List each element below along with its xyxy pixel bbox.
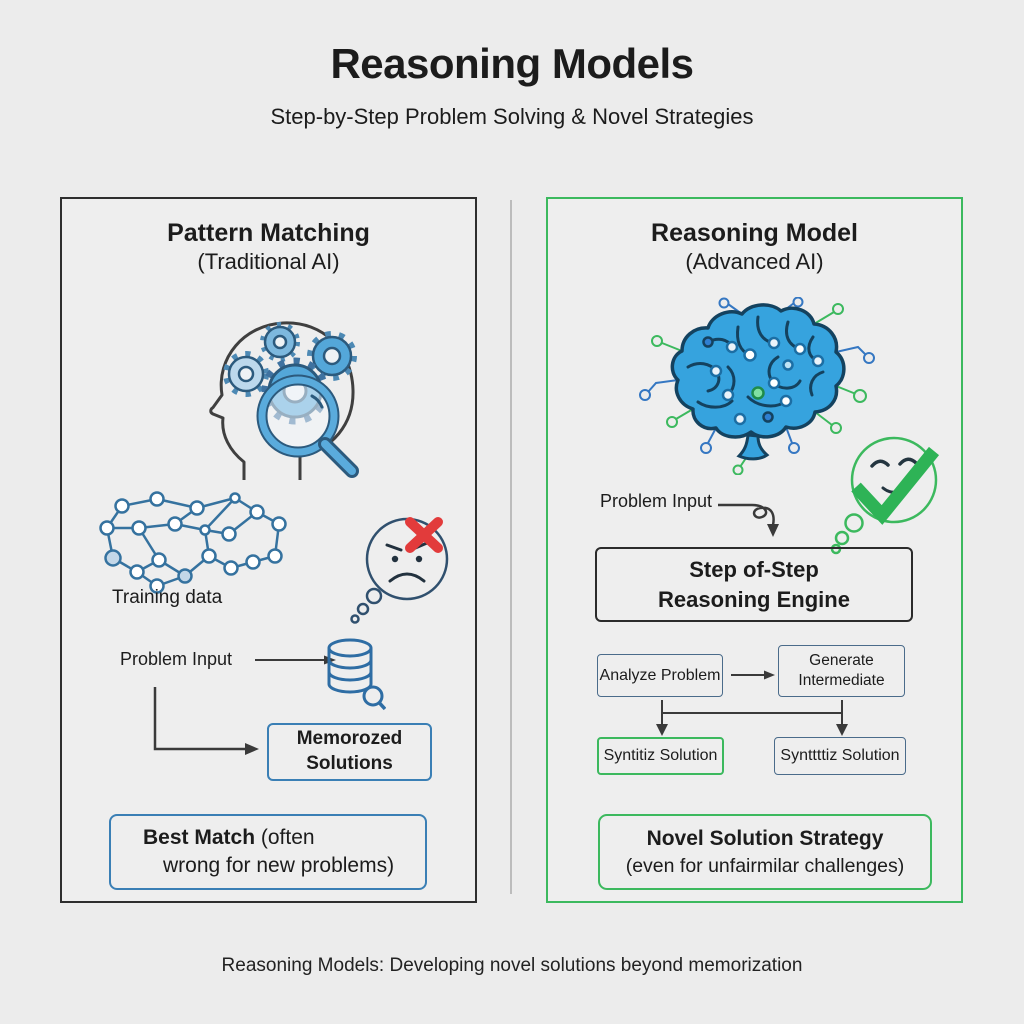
green-check-icon <box>851 446 940 525</box>
red-x-icon <box>405 517 443 553</box>
page-subtitle: Step-by-Step Problem Solving & Novel Str… <box>270 104 754 129</box>
footer-caption: Reasoning Models: Developing novel solut… <box>221 955 803 976</box>
novel-line2: (even for unfairmilar challenges) <box>625 855 905 878</box>
left-problem-input-label: Problem Input <box>120 649 233 669</box>
best-match-line2: wrong for new problems) <box>163 854 395 877</box>
generate-intermediate-box: Generate Intermediate <box>778 645 905 697</box>
engine-line1: Step of-Step <box>689 556 819 582</box>
head-gears-magnifier-icon <box>209 321 359 480</box>
memorized-line2: Solutions <box>306 753 393 774</box>
synthesize-solution-box-left: Syntitiz Solution <box>597 737 724 775</box>
left-panel-title: Pattern Matching <box>167 219 370 247</box>
best-match-box: Best Match (often wrong for new problems… <box>109 814 427 890</box>
database-search-icon <box>327 638 386 711</box>
happy-thought-bubble-icon <box>830 436 940 555</box>
engine-line2: Reasoning Engine <box>658 586 850 612</box>
right-panel-reasoning-model: Reasoning Model (Advanced AI) <box>546 197 963 903</box>
panel-divider <box>510 200 512 894</box>
memorized-line1: Memorozed <box>296 728 403 750</box>
synthesize-solution-box-right: Synttttiz Solution <box>774 737 906 775</box>
analyze-problem-box: Analyze Problem <box>597 654 723 697</box>
memorized-solutions-box: Memorozed Solutions <box>267 723 432 781</box>
l-connector-arrow-icon <box>153 687 259 755</box>
split-connector-arrow-icon <box>656 700 848 736</box>
brain-circuit-icon <box>639 297 875 475</box>
network-graph-icon <box>99 491 287 594</box>
best-match-line1-rest: (often <box>255 825 315 849</box>
generate-line1: Generate <box>809 651 874 669</box>
left-panel-pattern-matching: Pattern Matching (Traditional AI) <box>60 197 477 903</box>
right-panel-title: Reasoning Model <box>651 219 858 247</box>
right-panel-subtitle: (Advanced AI) <box>685 249 824 274</box>
training-data-label: Training data <box>112 587 223 608</box>
best-match-bold: Best Match <box>143 825 256 849</box>
page-title: Reasoning Models <box>330 40 694 87</box>
generate-line2: Intermediate <box>798 672 885 689</box>
best-match-line1: Best Match (often <box>143 824 315 852</box>
arrow-right-icon <box>731 670 775 680</box>
novel-line1: Novel Solution Strategy <box>646 826 884 850</box>
novel-solution-box: Novel Solution Strategy (even for unfair… <box>598 814 932 890</box>
left-panel-subtitle: (Traditional AI) <box>197 249 340 274</box>
curly-arrow-icon <box>718 503 779 537</box>
reasoning-engine-box: Step of-Step Reasoning Engine <box>595 547 913 622</box>
angry-thought-bubble-icon <box>350 517 449 624</box>
right-problem-input-label: Problem Input <box>600 491 713 511</box>
